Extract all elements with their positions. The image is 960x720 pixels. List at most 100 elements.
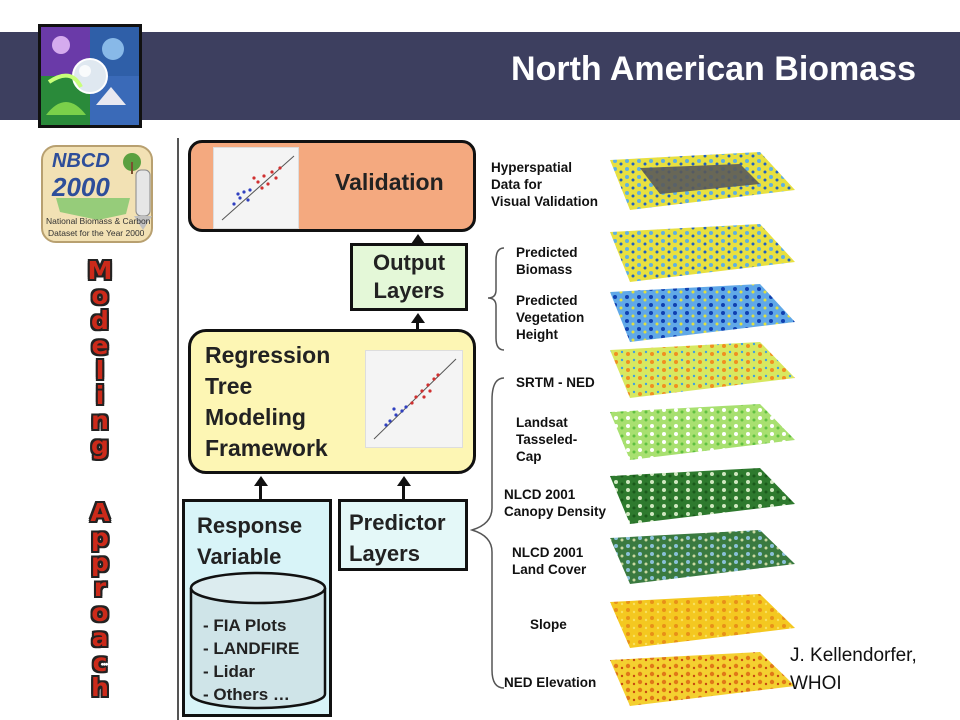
- layer-label-line: Height: [516, 327, 558, 342]
- map-landsat: [610, 404, 795, 460]
- map-predicted-height: [610, 284, 795, 342]
- vertical-divider: [177, 138, 179, 720]
- nbcd-title: NBCD: [52, 150, 110, 172]
- logo-collage: [38, 24, 142, 128]
- map-srtm-ned: [610, 342, 795, 398]
- sidebar-letter: A: [90, 498, 110, 527]
- map-slope: [610, 594, 795, 648]
- sidebar-letter: r: [93, 573, 107, 602]
- layer-label-ned-elevation: NED Elevation: [504, 674, 596, 691]
- sidebar-letter: o: [91, 598, 109, 627]
- sidebar-letter: n: [91, 406, 109, 435]
- scatter-plot-icon: [373, 358, 457, 440]
- layer-label-line: Hyperspatial: [491, 160, 573, 175]
- validation-scatter-plot: [213, 147, 299, 229]
- predictor-line-1: Predictor: [349, 510, 446, 535]
- sidebar-letter: h: [91, 673, 109, 702]
- response-variable-box: Response Variable - FIA Plots - LANDFIRE…: [182, 499, 332, 717]
- sidebar-letter: g: [91, 431, 109, 460]
- regression-label: Regression Tree Modeling Framework: [205, 340, 330, 464]
- layer-label-line: Tasseled-: [516, 432, 578, 447]
- output-label-2: Layers: [373, 278, 445, 303]
- sidebar-letter: o: [91, 281, 109, 310]
- source-item: - Others …: [203, 685, 290, 704]
- arrow-to-validation: [411, 234, 425, 244]
- sidebar-letter: a: [91, 623, 109, 652]
- database-cylinder: - FIA Plots - LANDFIRE - Lidar - Others …: [189, 570, 327, 710]
- map-nlcd-landcover: [610, 530, 795, 584]
- validation-label: Validation: [335, 169, 444, 195]
- regression-scatter-plot: [365, 350, 463, 448]
- sidebar-letter: l: [95, 356, 105, 385]
- regression-line-4: Framework: [205, 435, 328, 461]
- map-hyperspatial-overlay: [640, 164, 760, 194]
- nbcd-logo: NBCD 2000 National Biomass & Carbon Data…: [36, 140, 164, 246]
- sidebar-letter: i: [95, 381, 105, 410]
- layer-label-line: NLCD 2001: [504, 487, 576, 502]
- nbcd-caption-1: National Biomass & Carbon: [46, 216, 151, 226]
- arrow-line: [259, 485, 262, 499]
- sidebar-letter: p: [91, 548, 109, 577]
- database-icon: [189, 571, 327, 710]
- layer-label-line: Vegetation: [516, 310, 585, 325]
- map-nlcd-canopy: [610, 468, 795, 524]
- map-predicted-biomass: [610, 224, 795, 282]
- map-ned-elevation: [610, 652, 795, 706]
- regression-line-2: Tree: [205, 373, 253, 399]
- layer-label-line: Cap: [516, 449, 542, 464]
- layer-label-srtm-ned: SRTM - NED: [516, 374, 595, 391]
- arrow-response-to-regression: [254, 476, 268, 486]
- source-item: - FIA Plots: [203, 616, 287, 635]
- layer-label-line: Land Cover: [512, 562, 587, 577]
- response-label: Response Variable: [197, 510, 302, 572]
- validation-box: Validation: [188, 140, 476, 232]
- logo-collage-icon: [41, 27, 139, 125]
- layer-label-line: NED Elevation: [504, 675, 597, 690]
- arrow-line: [416, 322, 419, 330]
- credit-line-2: WHOI: [790, 673, 842, 694]
- regression-line-1: Regression: [205, 342, 331, 368]
- arrow-to-output: [411, 313, 425, 323]
- layer-brackets: [470, 247, 505, 689]
- layer-label-line: SRTM - NED: [516, 375, 595, 390]
- map-layer-stack: [610, 152, 795, 706]
- regression-tree-box: Regression Tree Modeling Framework: [188, 329, 476, 474]
- sidebar-letter: c: [92, 648, 108, 677]
- layer-label-slope: Slope: [530, 616, 567, 633]
- predictor-layers-box: Predictor Layers: [338, 499, 468, 571]
- response-line-2: Variable: [197, 544, 282, 569]
- regression-line-3: Modeling: [205, 404, 306, 430]
- layer-label-line: Predicted: [516, 293, 578, 308]
- arrow-predictor-to-regression: [397, 476, 411, 486]
- source-item: - LANDFIRE: [203, 639, 300, 658]
- source-list: - FIA Plots - LANDFIRE - Lidar - Others …: [203, 614, 299, 706]
- page-title: North American Biomass: [511, 50, 916, 88]
- layer-label-line: Predicted: [516, 245, 578, 260]
- layer-label-line: NLCD 2001: [512, 545, 584, 560]
- sidebar-letter: e: [91, 331, 109, 360]
- layer-label-line: Biomass: [516, 262, 573, 277]
- output-label-1: Output: [372, 250, 446, 275]
- nbcd-caption-2: Dataset for the Year 2000: [48, 228, 145, 238]
- source-item: - Lidar: [203, 662, 255, 681]
- scatter-plot-icon: [221, 155, 295, 221]
- predictor-line-2: Layers: [349, 541, 420, 566]
- arrow-line: [402, 485, 405, 499]
- credit-line-1: J. Kellendorfer,: [790, 645, 917, 666]
- nbcd-badge-icon: [41, 145, 153, 243]
- predictor-label: Predictor Layers: [349, 507, 446, 569]
- sidebar-letter: p: [91, 523, 109, 552]
- layer-label-line: Canopy Density: [504, 504, 607, 519]
- output-layers-box: Output Layers: [350, 243, 468, 311]
- layer-label-line: Landsat: [516, 415, 568, 430]
- layer-label-line: Visual Validation: [491, 194, 599, 209]
- header-bar: [0, 32, 960, 120]
- nbcd-year: 2000: [52, 172, 110, 202]
- response-line-1: Response: [197, 513, 303, 538]
